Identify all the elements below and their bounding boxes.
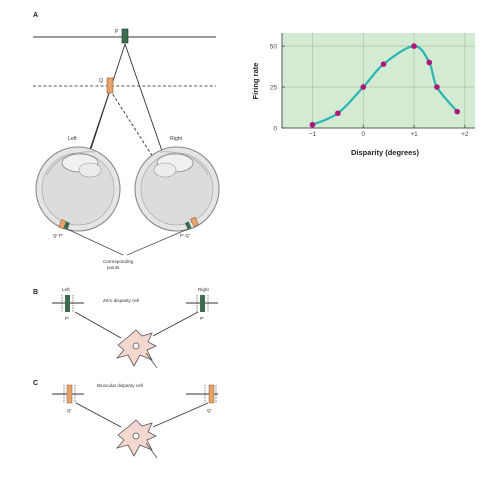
panel-b-left-label: Left <box>62 287 70 292</box>
data-point <box>434 84 440 90</box>
panel-c-input-right <box>152 402 209 428</box>
right-retina-q-marker <box>190 216 199 227</box>
panel-b-input-left <box>74 311 122 339</box>
point-q-marker <box>106 77 114 94</box>
data-point <box>454 108 461 115</box>
x-tick-label: +1 <box>410 131 418 138</box>
left-retina-label: Q' P' <box>53 233 63 238</box>
panel-b-letter: B <box>33 289 38 296</box>
data-point <box>380 61 387 67</box>
left-retina-q-marker <box>58 219 67 230</box>
binocular-disparity-neuron <box>115 419 158 459</box>
panel-b-title: Zero disparity cell <box>103 298 139 303</box>
plot-area <box>282 33 475 128</box>
right-retina-label: P' Q' <box>180 233 190 238</box>
x-tick-label: +2 <box>461 131 469 138</box>
disparity-left-receptive-field <box>52 384 84 404</box>
corresponding-label-line1: Corresponding <box>103 259 134 264</box>
corresponding-label-line2: points <box>107 265 120 270</box>
x-tick-label: 0 <box>361 131 365 138</box>
left-eye <box>35 146 121 232</box>
panel-c-input-left <box>75 402 122 428</box>
disparity-right-receptive-field <box>186 384 218 404</box>
data-point <box>426 59 433 66</box>
right-retina-p-marker <box>184 221 192 230</box>
panel-c-right-point: Q' <box>207 408 212 413</box>
y-axis-label: Firing rate <box>251 63 260 100</box>
point-p-marker <box>121 28 129 44</box>
panel-a-letter: A <box>33 12 38 19</box>
corresponding-pointer-left <box>66 228 124 256</box>
y-tick-label: 0 <box>273 126 277 133</box>
left-retina-p-marker <box>63 221 70 230</box>
y-tick-label: 25 <box>270 85 278 92</box>
data-point <box>309 121 316 128</box>
panel-c-letter: C <box>33 380 38 387</box>
zero-disparity-neuron <box>115 329 158 369</box>
point-q-label: Q <box>99 78 103 84</box>
x-tick-label: −1 <box>309 131 317 138</box>
corresponding-pointer-right <box>126 228 189 256</box>
zero-disparity-right-receptive-field <box>186 295 218 312</box>
panel-b-right-label: Right <box>198 287 209 292</box>
panel-b-left-point: P' <box>65 316 69 321</box>
right-eye <box>134 146 220 232</box>
left-eye-label: Left <box>68 136 77 142</box>
point-p-label: P <box>115 29 119 35</box>
panel-b-right-point: P' <box>200 316 204 321</box>
x-axis-label: Disparity (degrees) <box>351 148 419 157</box>
zero-disparity-left-receptive-field <box>52 295 84 312</box>
data-point <box>360 84 367 90</box>
y-tick-label: 50 <box>270 44 278 51</box>
right-eye-label: Right <box>170 136 183 142</box>
data-point <box>335 110 341 117</box>
panel-c-left-point: Q' <box>67 408 72 413</box>
panel-b-input-right <box>152 311 199 337</box>
panel-c-title: Binocular disparity cell <box>97 383 143 388</box>
data-point <box>411 43 417 49</box>
